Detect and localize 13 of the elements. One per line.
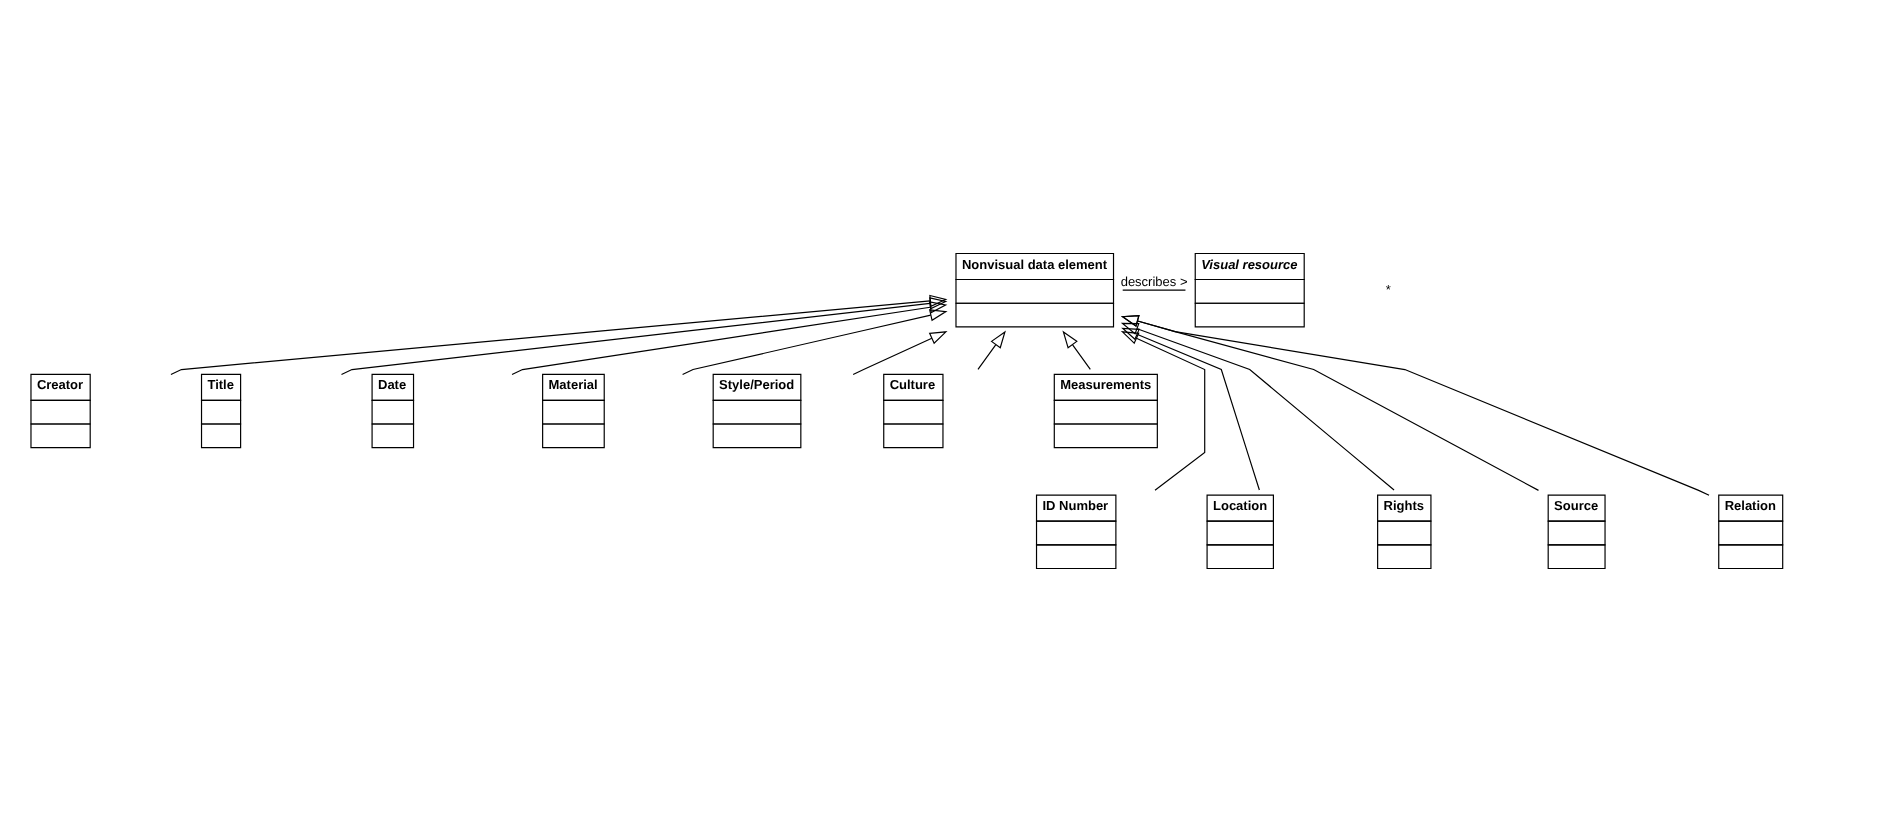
arrow [1062, 330, 1091, 370]
arrow [1121, 327, 1260, 491]
arrow [1120, 315, 1710, 496]
arrow [977, 330, 1006, 370]
arrow [170, 294, 948, 376]
arrow [682, 309, 948, 376]
arrow [1120, 322, 1395, 491]
arrow [852, 331, 948, 376]
arrow [1120, 331, 1206, 491]
connector [1122, 289, 1187, 291]
arrow [1120, 315, 1540, 491]
arrow [511, 301, 948, 376]
arrow [340, 297, 948, 376]
